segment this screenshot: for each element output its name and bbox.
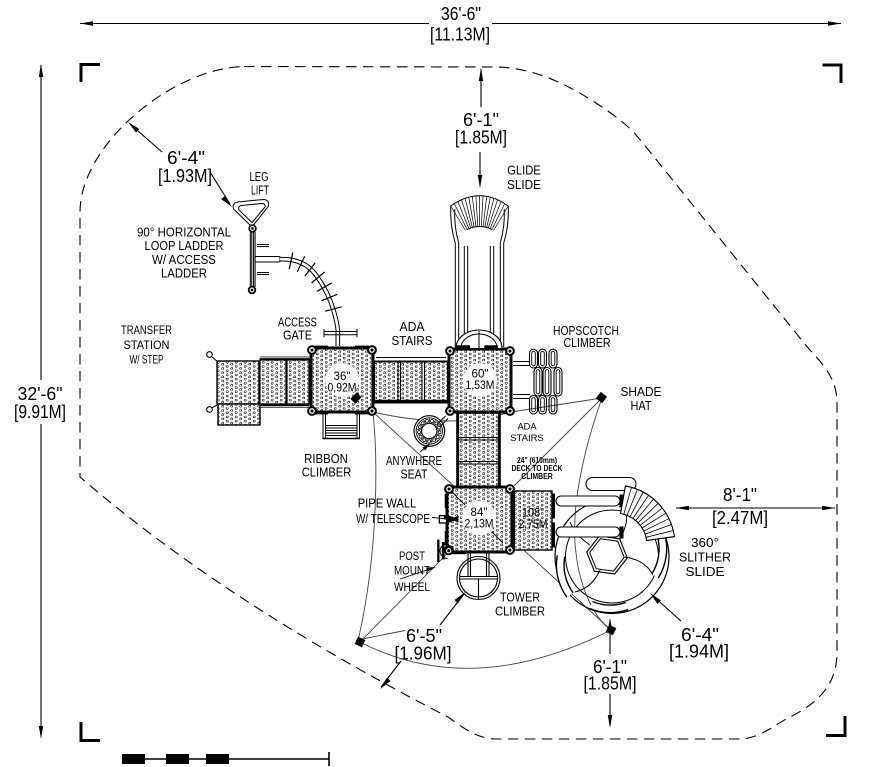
svg-text:STAIRS: STAIRS <box>392 334 433 348</box>
svg-text:0,92M: 0,92M <box>328 383 357 395</box>
svg-text:SHADE: SHADE <box>621 385 662 399</box>
svg-text:CLIMBER: CLIMBER <box>564 336 611 350</box>
svg-text:2,75M: 2,75M <box>519 519 548 531</box>
svg-text:108": 108" <box>522 508 544 520</box>
svg-text:HAT: HAT <box>631 399 652 413</box>
svg-text:6'-1": 6'-1" <box>593 656 627 677</box>
svg-text:ACCESS: ACCESS <box>278 316 317 330</box>
svg-text:LEG: LEG <box>250 170 269 184</box>
svg-text:6'-4": 6'-4" <box>681 624 719 645</box>
svg-text:90° HORIZONTAL: 90° HORIZONTAL <box>137 225 231 239</box>
svg-text:SLIDE: SLIDE <box>686 565 725 579</box>
svg-text:360°: 360° <box>691 536 719 550</box>
svg-text:W/ TELESCOPE: W/ TELESCOPE <box>356 512 430 526</box>
svg-text:60": 60" <box>472 369 489 381</box>
svg-text:[1.85M]: [1.85M] <box>584 673 637 694</box>
svg-text:CLIMBER: CLIMBER <box>521 472 553 481</box>
svg-text:POST: POST <box>399 551 425 563</box>
svg-text:RIBBON: RIBBON <box>304 452 348 466</box>
svg-text:SLITHER: SLITHER <box>679 551 731 565</box>
svg-text:LOOP LADDER: LOOP LADDER <box>145 239 224 253</box>
svg-text:GLIDE: GLIDE <box>507 164 541 178</box>
svg-text:[1.85M]: [1.85M] <box>455 127 507 148</box>
svg-text:W/ ACCESS: W/ ACCESS <box>152 253 216 267</box>
svg-text:32'-6": 32'-6" <box>18 383 63 404</box>
svg-text:SEAT: SEAT <box>401 467 428 481</box>
svg-text:TRANSFER: TRANSFER <box>121 325 172 337</box>
svg-text:[1.96M]: [1.96M] <box>395 643 452 664</box>
svg-text:[1.93M]: [1.93M] <box>158 165 212 186</box>
svg-text:2,13M: 2,13M <box>465 519 494 531</box>
svg-text:DECK TO DECK: DECK TO DECK <box>512 464 563 473</box>
svg-text:ADA: ADA <box>518 422 538 433</box>
svg-text:[9.91M]: [9.91M] <box>14 401 66 422</box>
svg-text:ADA: ADA <box>400 320 426 334</box>
svg-text:36'-6": 36'-6" <box>441 3 481 24</box>
svg-text:6'-5": 6'-5" <box>406 625 442 646</box>
svg-text:LIFT: LIFT <box>251 183 269 197</box>
svg-text:[2.47M]: [2.47M] <box>712 507 768 528</box>
svg-text:SLIDE: SLIDE <box>507 178 541 192</box>
svg-text:24" (610mm): 24" (610mm) <box>517 456 557 465</box>
svg-text:CLIMBER: CLIMBER <box>302 466 352 480</box>
svg-text:8'-1": 8'-1" <box>723 484 757 505</box>
svg-text:[11.13M]: [11.13M] <box>430 24 490 45</box>
svg-text:1,53M: 1,53M <box>466 380 495 392</box>
svg-text:84": 84" <box>471 507 488 519</box>
svg-text:6'-1": 6'-1" <box>463 109 499 130</box>
svg-text:STAIRS: STAIRS <box>510 433 544 444</box>
svg-text:PIPE WALL: PIPE WALL <box>358 497 417 511</box>
svg-text:WHEEL: WHEEL <box>394 582 431 594</box>
svg-text:W/ STEP: W/ STEP <box>130 355 164 367</box>
svg-text:36": 36" <box>334 371 351 383</box>
svg-text:LADDER: LADDER <box>161 267 207 281</box>
svg-text:6'-4": 6'-4" <box>167 147 205 168</box>
svg-text:STATION: STATION <box>124 340 170 352</box>
svg-text:MOUNT: MOUNT <box>394 566 430 578</box>
svg-text:[1.94M]: [1.94M] <box>669 641 729 662</box>
svg-text:CLIMBER: CLIMBER <box>495 605 545 619</box>
svg-text:GATE: GATE <box>283 329 312 343</box>
svg-text:ANYWHERE: ANYWHERE <box>386 454 442 468</box>
svg-text:TOWER: TOWER <box>500 591 540 605</box>
svg-text:HOPSCOTCH: HOPSCOTCH <box>553 324 619 338</box>
